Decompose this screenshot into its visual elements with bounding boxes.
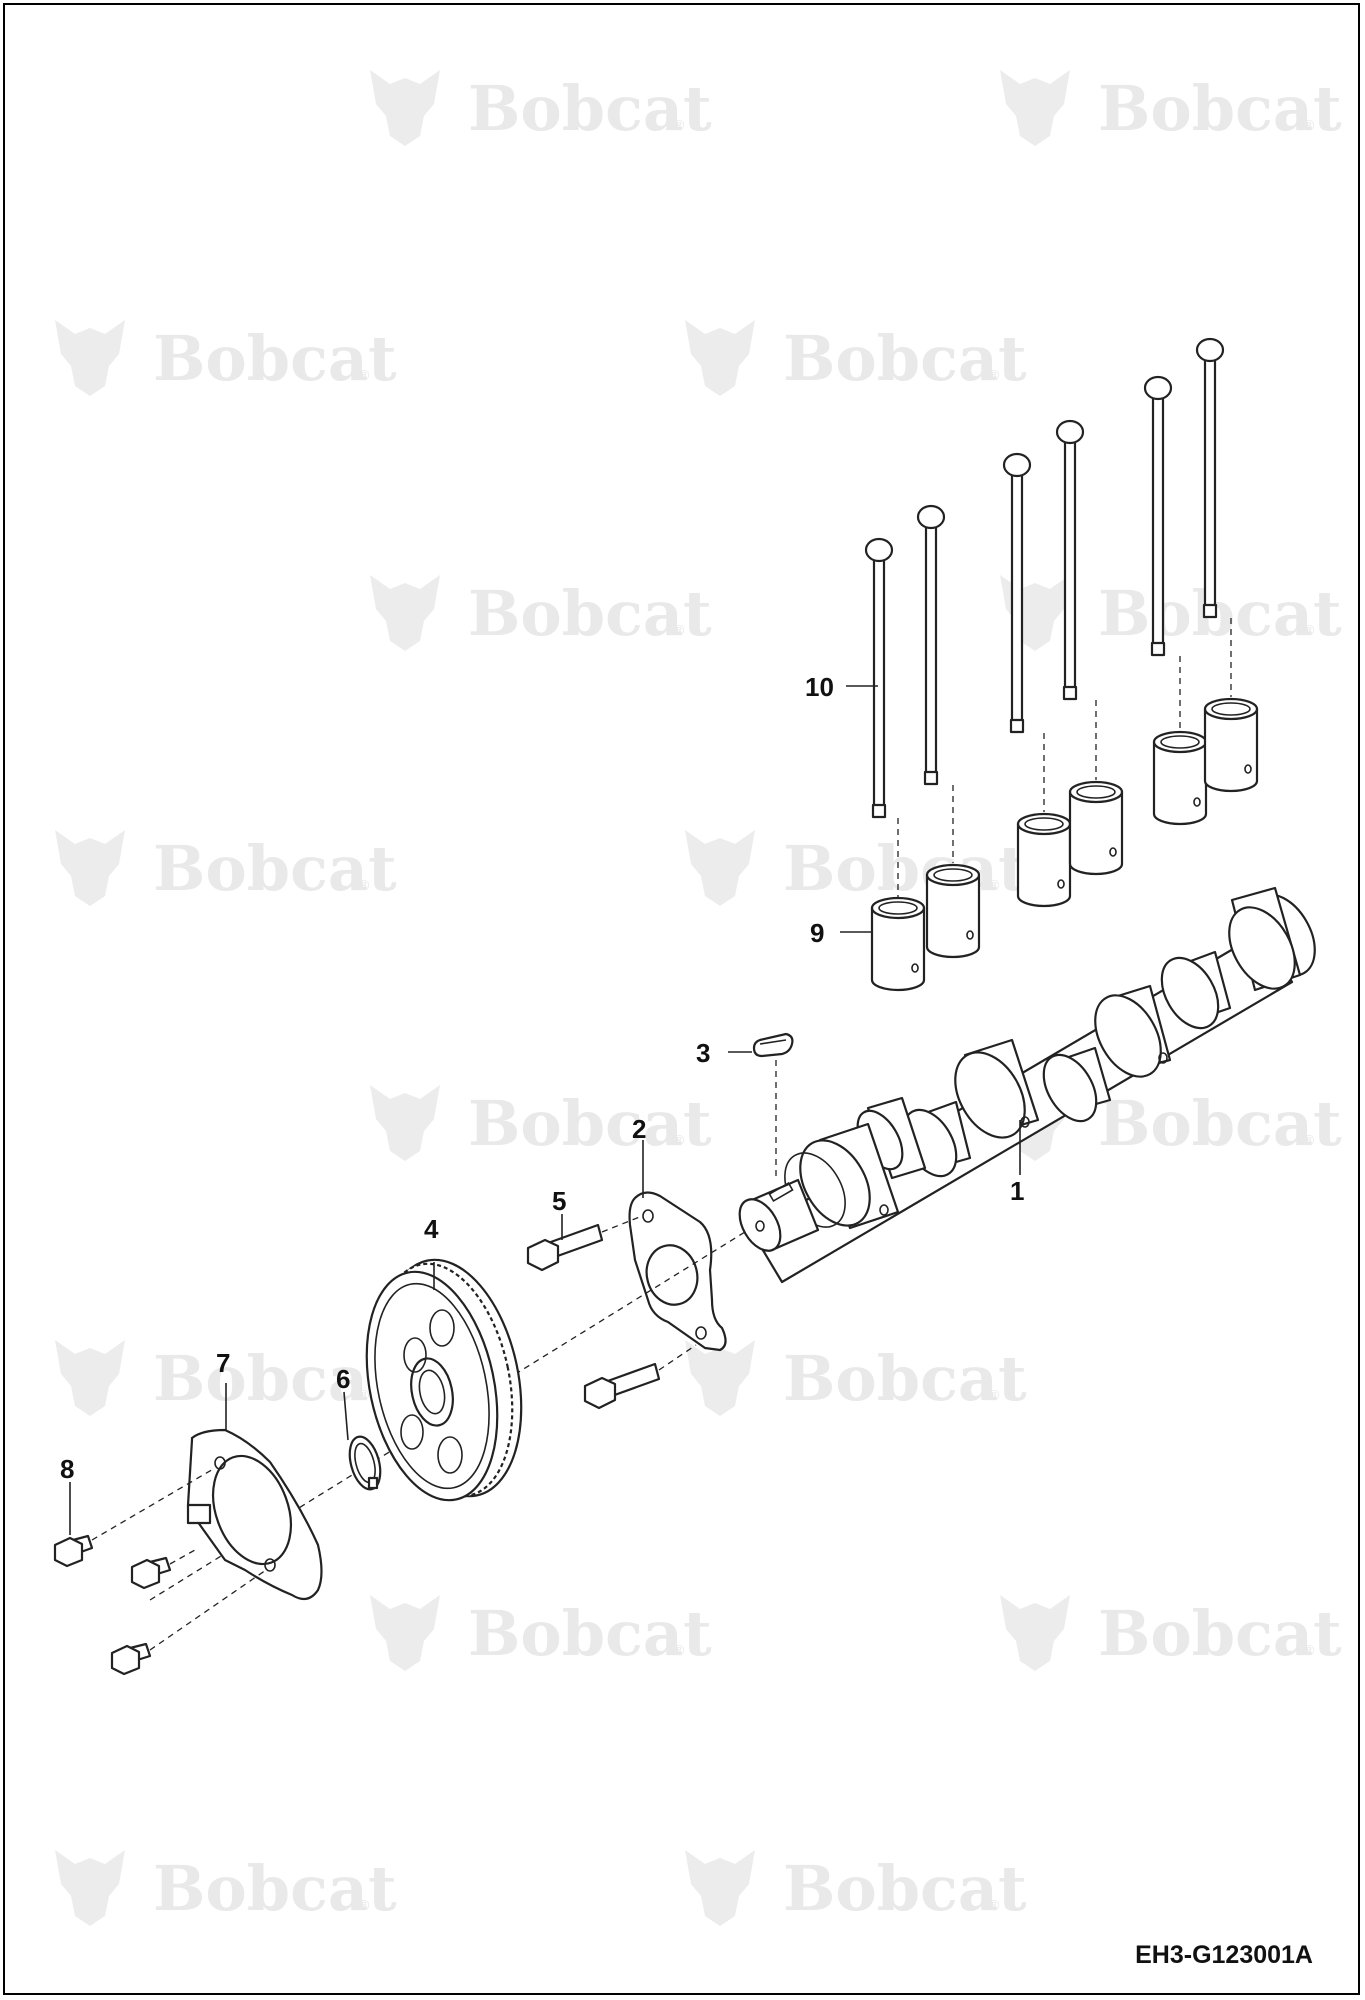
camshaft bbox=[738, 886, 1316, 1284]
svg-text:Bobcat: Bobcat bbox=[783, 832, 1027, 905]
push-rod bbox=[864, 537, 894, 819]
screw bbox=[53, 1534, 94, 1568]
callout-9: 9 bbox=[810, 918, 824, 948]
bobcat-watermark: Bobcat® bbox=[1000, 70, 1342, 146]
bobcat-watermark: Bobcat® bbox=[1000, 1595, 1342, 1671]
cover-plate bbox=[186, 1428, 323, 1601]
callout-7: 7 bbox=[216, 1348, 230, 1378]
bobcat-watermark: Bobcat® bbox=[55, 830, 397, 906]
bobcat-watermark: Bobcat® bbox=[370, 575, 712, 651]
svg-text:®: ® bbox=[1302, 118, 1316, 134]
snap-ring bbox=[348, 1435, 382, 1491]
svg-text:®: ® bbox=[672, 623, 686, 639]
callout-10: 10 bbox=[805, 672, 834, 702]
callout-1: 1 bbox=[1010, 1176, 1024, 1206]
svg-text:®: ® bbox=[357, 878, 371, 894]
woodruff-key bbox=[752, 1032, 794, 1180]
svg-text:Bobcat: Bobcat bbox=[153, 1852, 397, 1925]
svg-text:®: ® bbox=[987, 1898, 1001, 1914]
thrust-plate bbox=[628, 1191, 727, 1352]
drawing-code: EH3-G123001A bbox=[1135, 1941, 1313, 1969]
callout-2: 2 bbox=[632, 1114, 646, 1144]
bobcat-watermark: Bobcat® bbox=[370, 1085, 712, 1161]
svg-text:Bobcat: Bobcat bbox=[1098, 577, 1342, 650]
bobcat-watermark: Bobcat® bbox=[685, 320, 1027, 396]
bolt bbox=[583, 1362, 661, 1410]
tappet bbox=[1152, 730, 1208, 826]
tappets bbox=[870, 697, 1259, 992]
svg-text:®: ® bbox=[987, 878, 1001, 894]
callout-5: 5 bbox=[552, 1186, 566, 1216]
push-rod bbox=[1002, 452, 1032, 734]
bobcat-watermark: Bobcat® bbox=[685, 830, 1027, 906]
svg-text:Bobcat: Bobcat bbox=[783, 1852, 1027, 1925]
svg-text:®: ® bbox=[357, 1898, 371, 1914]
bobcat-watermark: Bobcat® bbox=[55, 1340, 397, 1416]
drawing-frame bbox=[3, 3, 1360, 1995]
svg-text:Bobcat: Bobcat bbox=[1098, 1597, 1342, 1670]
rod-alignment-lines bbox=[897, 618, 1232, 898]
svg-text:Bobcat: Bobcat bbox=[468, 72, 712, 145]
bolt bbox=[526, 1223, 604, 1272]
assembly-centerline bbox=[149, 1231, 746, 1601]
camshaft-gear bbox=[365, 1258, 523, 1502]
tappet bbox=[1016, 812, 1072, 908]
callout-6: 6 bbox=[336, 1364, 350, 1394]
svg-text:®: ® bbox=[1302, 623, 1316, 639]
bobcat-watermark: Bobcat® bbox=[55, 320, 397, 396]
cover-screws bbox=[53, 1467, 267, 1676]
push-rods bbox=[864, 337, 1225, 819]
tappet bbox=[870, 896, 926, 992]
bobcat-watermark: Bobcat® bbox=[1000, 575, 1342, 651]
tappet bbox=[1068, 780, 1124, 876]
svg-text:®: ® bbox=[357, 368, 371, 384]
svg-text:®: ® bbox=[672, 1133, 686, 1149]
svg-text:Bobcat: Bobcat bbox=[783, 1342, 1027, 1415]
bobcat-watermark: Bobcat® bbox=[370, 70, 712, 146]
svg-text:®: ® bbox=[672, 1643, 686, 1659]
bobcat-watermark: Bobcat® bbox=[685, 1850, 1027, 1926]
svg-text:®: ® bbox=[672, 118, 686, 134]
svg-text:Bobcat: Bobcat bbox=[1098, 72, 1342, 145]
push-rod bbox=[1195, 337, 1225, 619]
svg-text:Bobcat: Bobcat bbox=[153, 322, 397, 395]
tappet bbox=[925, 863, 981, 959]
svg-text:Bobcat: Bobcat bbox=[468, 1087, 712, 1160]
thrust-plate-bolts bbox=[526, 1215, 697, 1410]
callout-3: 3 bbox=[696, 1038, 710, 1068]
svg-text:Bobcat: Bobcat bbox=[153, 832, 397, 905]
screw bbox=[130, 1556, 172, 1590]
callouts: 1 2 3 4 5 6 7 8 9 10 bbox=[60, 672, 1024, 1535]
svg-text:®: ® bbox=[357, 1388, 371, 1404]
svg-text:®: ® bbox=[987, 1388, 1001, 1404]
screw bbox=[110, 1642, 152, 1676]
svg-text:®: ® bbox=[987, 368, 1001, 384]
callout-8: 8 bbox=[60, 1454, 74, 1484]
push-rod bbox=[1143, 375, 1173, 657]
svg-text:®: ® bbox=[1302, 1643, 1316, 1659]
push-rod bbox=[916, 504, 946, 786]
bobcat-watermark: Bobcat® bbox=[55, 1850, 397, 1926]
svg-text:Bobcat: Bobcat bbox=[153, 1342, 397, 1415]
svg-text:Bobcat: Bobcat bbox=[1098, 1087, 1342, 1160]
svg-text:Bobcat: Bobcat bbox=[783, 322, 1027, 395]
tappet bbox=[1203, 697, 1259, 793]
callout-4: 4 bbox=[424, 1214, 439, 1244]
bobcat-watermark: Bobcat® bbox=[370, 1595, 712, 1671]
svg-text:®: ® bbox=[1302, 1133, 1316, 1149]
push-rod bbox=[1055, 419, 1085, 701]
bobcat-watermark: Bobcat® bbox=[685, 1340, 1027, 1416]
svg-text:Bobcat: Bobcat bbox=[468, 577, 712, 650]
bobcat-watermarks: Bobcat®Bobcat®Bobcat®Bobcat®Bobcat®Bobca… bbox=[55, 70, 1342, 1926]
svg-text:Bobcat: Bobcat bbox=[468, 1597, 712, 1670]
